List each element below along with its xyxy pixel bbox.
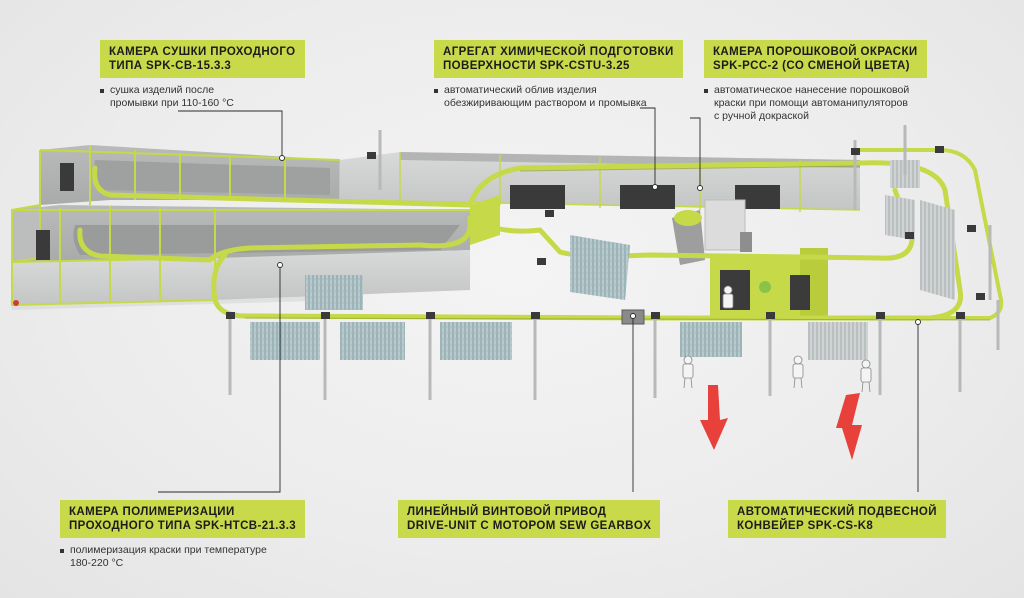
paint-booth-title: КАМЕРА ПОРОШКОВОЙ ОКРАСКИ SPK-PCC-2 (СО … <box>704 40 927 78</box>
hanging-racks <box>250 160 955 360</box>
conveyor-title: АВТОМАТИЧЕСКИЙ ПОДВЕСНОЙ КОНВЕЙЕР SPK-CS… <box>728 500 946 538</box>
polymerization-desc: полимеризация краски при температуре 180… <box>60 544 305 570</box>
drying-chamber-title: КАМЕРА СУШКИ ПРОХОДНОГО ТИПА SPK-CB-15.3… <box>100 40 305 78</box>
callout-drive-unit: ЛИНЕЙНЫЙ ВИНТОВОЙ ПРИВОД DRIVE-UNIT С МО… <box>398 500 661 538</box>
post-caps <box>226 146 985 319</box>
support-posts <box>228 125 1000 400</box>
leader-lines <box>158 107 921 493</box>
paint-booth <box>672 199 828 320</box>
direction-arrows <box>700 385 862 460</box>
workers <box>682 285 872 393</box>
paint-booth-desc: автоматическое нанесение порошковой крас… <box>704 84 927 123</box>
arrow-up-icon <box>836 393 862 460</box>
callout-conveyor: АВТОМАТИЧЕСКИЙ ПОДВЕСНОЙ КОНВЕЙЕР SPK-CS… <box>728 500 946 538</box>
drive-unit-title: ЛИНЕЙНЫЙ ВИНТОВОЙ ПРИВОД DRIVE-UNIT С МО… <box>398 500 661 538</box>
callout-chem-prep-unit: АГРЕГАТ ХИМИЧЕСКОЙ ПОДГОТОВКИ ПОВЕРХНОСТ… <box>434 40 683 110</box>
arrow-down-icon <box>700 385 728 450</box>
conveyor-edges <box>244 165 991 321</box>
lift-module <box>470 195 500 245</box>
callout-polymerization-chamber: КАМЕРА ПОЛИМЕРИЗАЦИИ ПРОХОДНОГО ТИПА SPK… <box>60 500 306 570</box>
chem-prep-desc: автоматический облив изделия обезжириваю… <box>434 84 683 110</box>
chem-prep-title: АГРЕГАТ ХИМИЧЕСКОЙ ПОДГОТОВКИ ПОВЕРХНОСТ… <box>434 40 683 78</box>
callout-drying-chamber: КАМЕРА СУШКИ ПРОХОДНОГО ТИПА SPK-CB-15.3… <box>100 40 305 110</box>
callout-paint-booth: КАМЕРА ПОРОШКОВОЙ ОКРАСКИ SPK-PCC-2 (СО … <box>704 40 927 123</box>
drying-chamber-desc: сушка изделий после промывки при 110-160… <box>100 84 305 110</box>
polymerization-title: КАМЕРА ПОЛИМЕРИЗАЦИИ ПРОХОДНОГО ТИПА SPK… <box>60 500 306 538</box>
